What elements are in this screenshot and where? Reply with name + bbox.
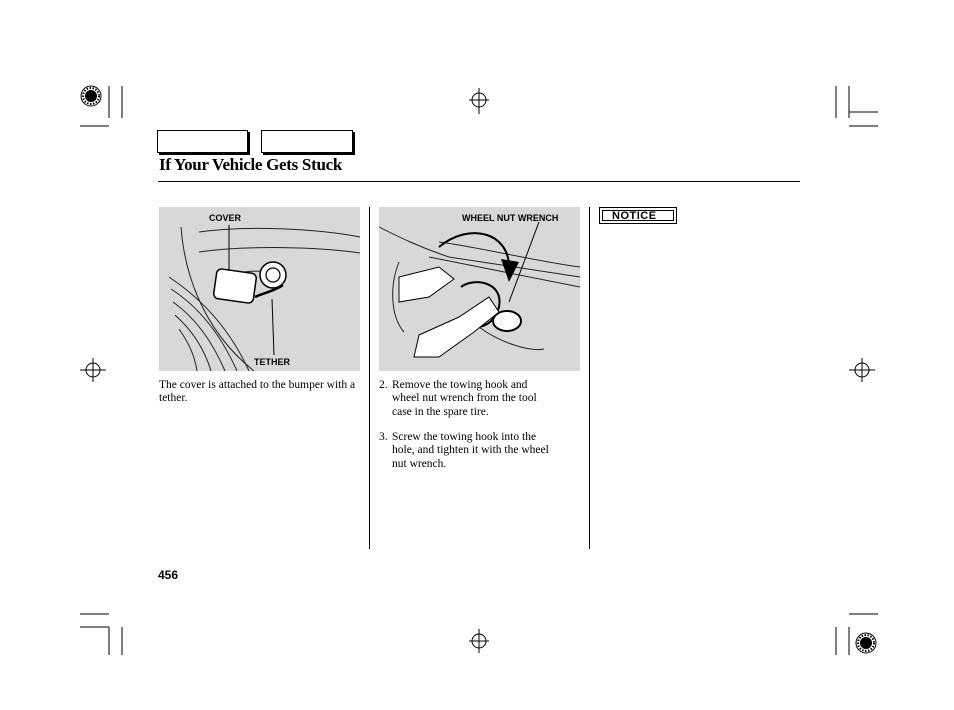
wheel-nut-wrench-label: WHEEL NUT WRENCH [462,213,559,223]
nav-tab-box-1 [157,130,248,153]
step-2: 2. Remove the towing hook and wheel nut … [379,379,584,419]
figure-bumper-cover: COVER TETHER [159,207,360,371]
title-divider [158,181,800,182]
figure-towing-hook: WHEEL NUT WRENCH [379,207,580,371]
step-line: Screw the towing hook into the [392,431,537,443]
step-line: nut wrench. [392,457,447,470]
cover-caption: The cover is attached to the bumper with… [159,379,356,405]
cover-label: COVER [209,213,242,223]
column-divider-1 [369,207,370,549]
tether-label: TETHER [254,357,290,367]
step-number: 3. [379,431,388,443]
bumper-cover-illustration [168,225,360,371]
step-line: Remove the towing hook and [392,379,528,391]
step-line: case in the spare tire. [392,405,489,418]
step-3: 3. Screw the towing hook into the hole, … [379,431,584,471]
step-line: hole, and tighten it with the wheel [392,444,549,457]
step-number: 2. [379,379,388,391]
notice-badge: NOTICE [599,207,677,224]
towing-hook-illustration [379,221,580,358]
column-divider-2 [589,207,590,549]
nav-tab-box-2 [261,130,353,153]
page-title: If Your Vehicle Gets Stuck [159,155,342,174]
step-line: wheel nut wrench from the tool [392,392,537,405]
page-number: 456 [158,568,179,582]
